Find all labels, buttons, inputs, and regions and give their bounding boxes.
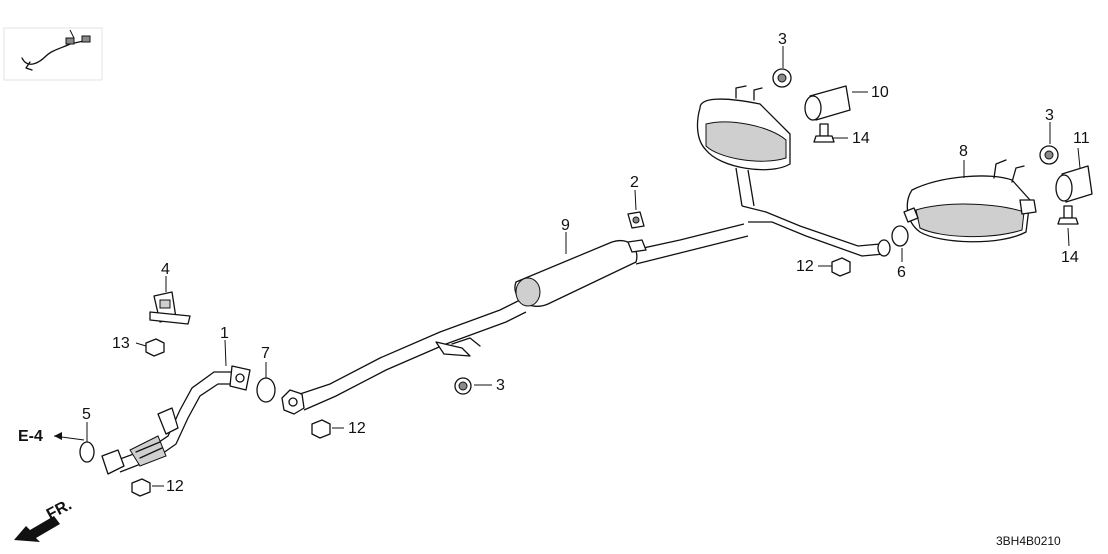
gasket-7 [256,377,276,403]
callout-3-center: 3 [496,377,505,394]
diagram-code: 3BH4B0210 [996,534,1061,548]
callout-12-rear: 12 [796,258,814,275]
callout-1: 1 [220,325,229,342]
pipe-end-ring [877,239,891,257]
tail-pipe-finisher-10 [804,85,851,121]
wiring-thumbnail-icon [3,27,103,81]
callout-8: 8 [959,143,968,160]
callout-6: 6 [897,264,906,281]
callout-9: 9 [561,217,570,234]
front-direction-arrow: FR. [14,496,75,542]
callout-10: 10 [871,84,889,101]
callout-3-top: 3 [778,31,787,48]
callout-11: 11 [1073,130,1090,147]
leader-lines [53,46,1081,487]
callout-12-mid: 12 [348,420,366,437]
callout-12-front: 12 [166,478,184,495]
rubber-mount-3-right [1039,145,1059,165]
left-rear-muffler [696,85,885,257]
section-reference-label: E-4 [18,428,43,445]
callout-3-right: 3 [1045,107,1054,124]
callout-14-right: 14 [1061,249,1079,266]
nut-12-mid [311,419,331,439]
center-pipe-silencer [281,223,749,415]
gasket-6 [891,225,909,247]
callout-14-left: 14 [852,130,870,147]
callout-5: 5 [82,406,91,423]
callout-7: 7 [261,345,270,362]
callout-13: 13 [112,335,130,352]
nut-12-front [131,478,151,497]
front-pipe [101,365,251,475]
rubber-mount-3-top [772,68,792,88]
hanger-bracket-4 [149,291,191,325]
bolt-14-left [813,123,835,143]
callout-4: 4 [161,261,170,278]
callout-labels: 1 2 3 3 3 4 5 6 7 8 9 10 11 12 12 12 13 … [82,31,1090,495]
rubber-mount-3-center [454,377,472,395]
hanger-rubber-2 [627,211,645,229]
tail-pipe-finisher-11 [1055,165,1093,203]
gasket-5 [79,441,95,463]
callout-2: 2 [630,174,639,191]
nut-12-rear [831,257,851,277]
nut-13 [145,338,165,357]
bolt-14-right [1057,205,1079,225]
right-rear-muffler [903,159,1037,243]
